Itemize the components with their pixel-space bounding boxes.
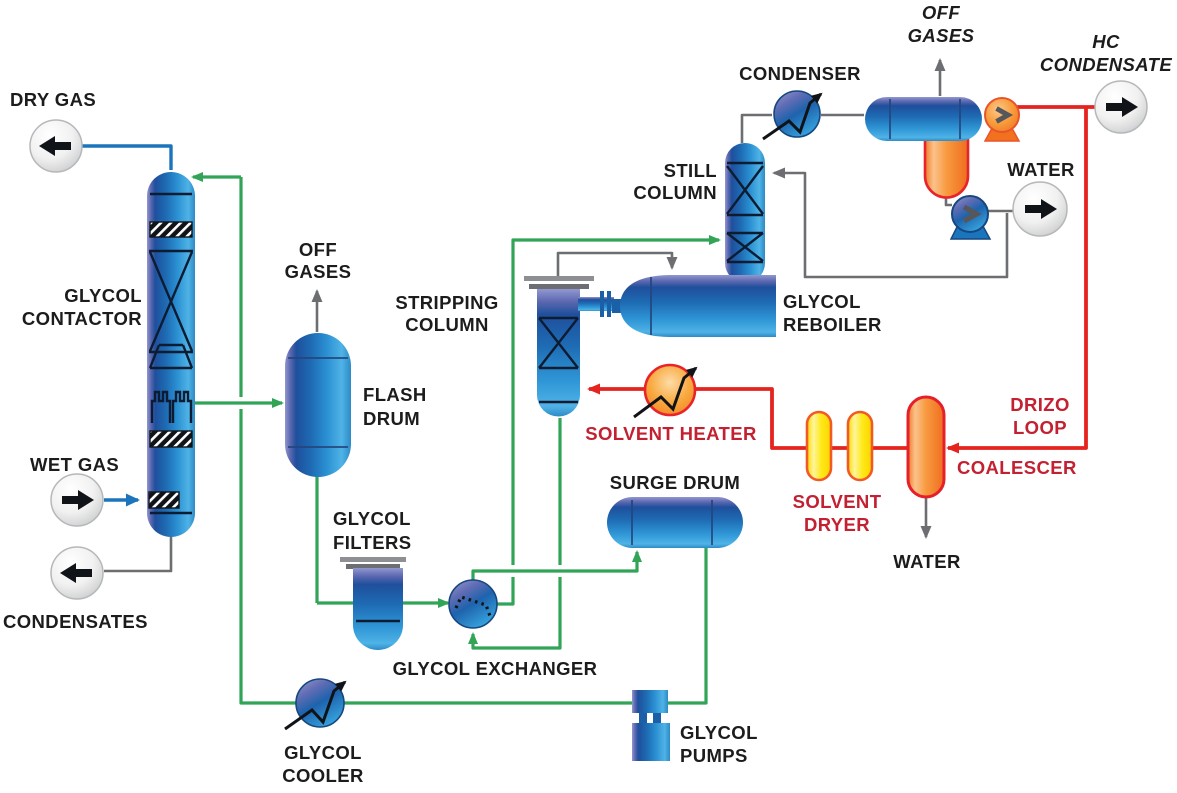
- label-dry-gas: DRY GAS: [10, 89, 96, 110]
- heat-exchange-icon: [284, 680, 347, 731]
- still-column-feed-line: [511, 235, 721, 565]
- glycol-filters-vessel: [340, 557, 406, 650]
- reflux-water-line: [772, 167, 1009, 279]
- pump-chevron-icon: [962, 204, 982, 224]
- svg-text:DRUM: DRUM: [363, 408, 420, 429]
- glycol-contactor-vessel: [147, 172, 195, 537]
- svg-text:DRYER: DRYER: [804, 514, 870, 535]
- utility-lines-gray: [104, 58, 1014, 573]
- water-boot: [923, 132, 970, 199]
- label-glycol-exchanger: GLYCOL EXCHANGER: [393, 658, 598, 679]
- condensates-line: [104, 534, 173, 573]
- flash-drum-vessel: [285, 333, 351, 477]
- pump-chevron-icon: [995, 106, 1014, 124]
- distributor-tray: [148, 343, 194, 370]
- hc-condensate-pump: [983, 97, 1021, 142]
- flow-arrow-left-icon: [60, 563, 92, 583]
- label-coalescer: COALESCER: [957, 457, 1077, 478]
- svg-text:COOLER: COOLER: [282, 765, 364, 786]
- glycol-lines-green: [191, 172, 721, 705]
- svg-text:CONDENSATE: CONDENSATE: [1040, 54, 1172, 75]
- exchanger-outlet-elbow: [496, 577, 515, 606]
- inlet-device-band: [148, 491, 180, 509]
- lean-glycol-loop-bottom: [239, 409, 708, 705]
- solvent-heater: [633, 363, 698, 419]
- svg-text:GASES: GASES: [908, 25, 975, 46]
- flow-arrow-right-icon: [1025, 199, 1057, 219]
- packing-section: [726, 161, 764, 217]
- reflux-separator-drum: [865, 97, 982, 199]
- svg-text:GASES: GASES: [285, 261, 352, 282]
- svg-text:COLUMN: COLUMN: [633, 182, 717, 203]
- svg-text:LOOP: LOOP: [1013, 417, 1067, 438]
- heat-exchange-icon: [762, 92, 823, 141]
- label-flash-drum: FLASH: [363, 384, 427, 405]
- label-surge-drum: SURGE DRUM: [610, 472, 740, 493]
- label-water-top: WATER: [1007, 159, 1074, 180]
- label-still-column: STILL: [664, 160, 717, 181]
- label-water-bottom: WATER: [893, 551, 960, 572]
- heat-exchange-icon: [633, 366, 698, 419]
- dry-gas-line: [82, 144, 173, 170]
- label-glycol-pumps: GLYCOL: [680, 722, 758, 743]
- stripping-overhead-line: [556, 251, 678, 277]
- flow-arrow-right-icon: [62, 490, 94, 510]
- dry-gas-marker: [29, 119, 83, 173]
- label-solvent-dryer: SOLVENT: [793, 491, 882, 512]
- solvent-dryer-vessels: [805, 410, 874, 482]
- label-glycol-cooler: GLYCOL: [284, 742, 362, 763]
- condensates-marker: [50, 546, 104, 600]
- svg-text:COLUMN: COLUMN: [405, 314, 489, 335]
- packing-section: [148, 249, 194, 354]
- still-to-condenser-line: [740, 113, 772, 143]
- water-pump: [949, 195, 992, 240]
- label-drizo-loop: DRIZO: [1010, 394, 1070, 415]
- stripping-column-vessel: [524, 276, 594, 417]
- wet-gas-marker: [50, 473, 104, 527]
- label-glycol-contactor: GLYCOL: [64, 285, 142, 306]
- label-stripping-column: STRIPPING: [395, 292, 498, 313]
- stripping-to-reboiler-pipe: [578, 291, 624, 317]
- condenser: [762, 90, 823, 141]
- label-off-gases-flash: OFF: [299, 239, 337, 260]
- hc-condensate-marker: [1094, 80, 1148, 134]
- svg-text:CONTACTOR: CONTACTOR: [22, 308, 142, 329]
- water-top-marker: [1012, 181, 1068, 237]
- stripping-bottoms-to-exchanger: [468, 577, 562, 650]
- label-solvent-heater: SOLVENT HEATER: [585, 423, 756, 444]
- gas-lines-blue: [82, 144, 173, 507]
- label-condensates: CONDENSATES: [3, 611, 148, 632]
- flow-arrow-right-icon: [1106, 97, 1138, 117]
- label-condenser: CONDENSER: [739, 63, 861, 84]
- coalescer-vessel: [906, 395, 946, 499]
- bubble-cap-tray: [171, 390, 193, 423]
- glycol-exchanger: [448, 579, 498, 629]
- svg-text:REBOILER: REBOILER: [783, 314, 882, 335]
- label-hc-condensate: HC: [1092, 31, 1120, 52]
- label-glycol-reboiler: GLYCOL: [783, 291, 861, 312]
- packing-section: [538, 316, 579, 370]
- packing-section: [726, 231, 764, 264]
- bubble-cap-tray: [150, 390, 172, 423]
- still-column-vessel: [725, 143, 765, 283]
- svg-text:FILTERS: FILTERS: [333, 532, 412, 553]
- exchanger-to-surge-drum: [471, 550, 642, 580]
- glycol-cooler: [284, 678, 347, 731]
- hatch-band: [149, 430, 193, 448]
- label-off-gases-top: OFF: [922, 2, 960, 23]
- drizo-loop-downcomer: [946, 107, 1088, 454]
- label-glycol-filters: GLYCOL: [333, 508, 411, 529]
- mist-eliminator-band: [149, 221, 193, 238]
- svg-text:PUMPS: PUMPS: [680, 745, 748, 766]
- surge-drum-vessel: [607, 497, 743, 548]
- label-wet-gas: WET GAS: [30, 454, 119, 475]
- glycol-pumps: [632, 690, 670, 761]
- glycol-reboiler-vessel: [620, 275, 776, 337]
- boot-to-pump-line: [944, 196, 952, 207]
- flow-arrow-left-icon: [39, 136, 71, 156]
